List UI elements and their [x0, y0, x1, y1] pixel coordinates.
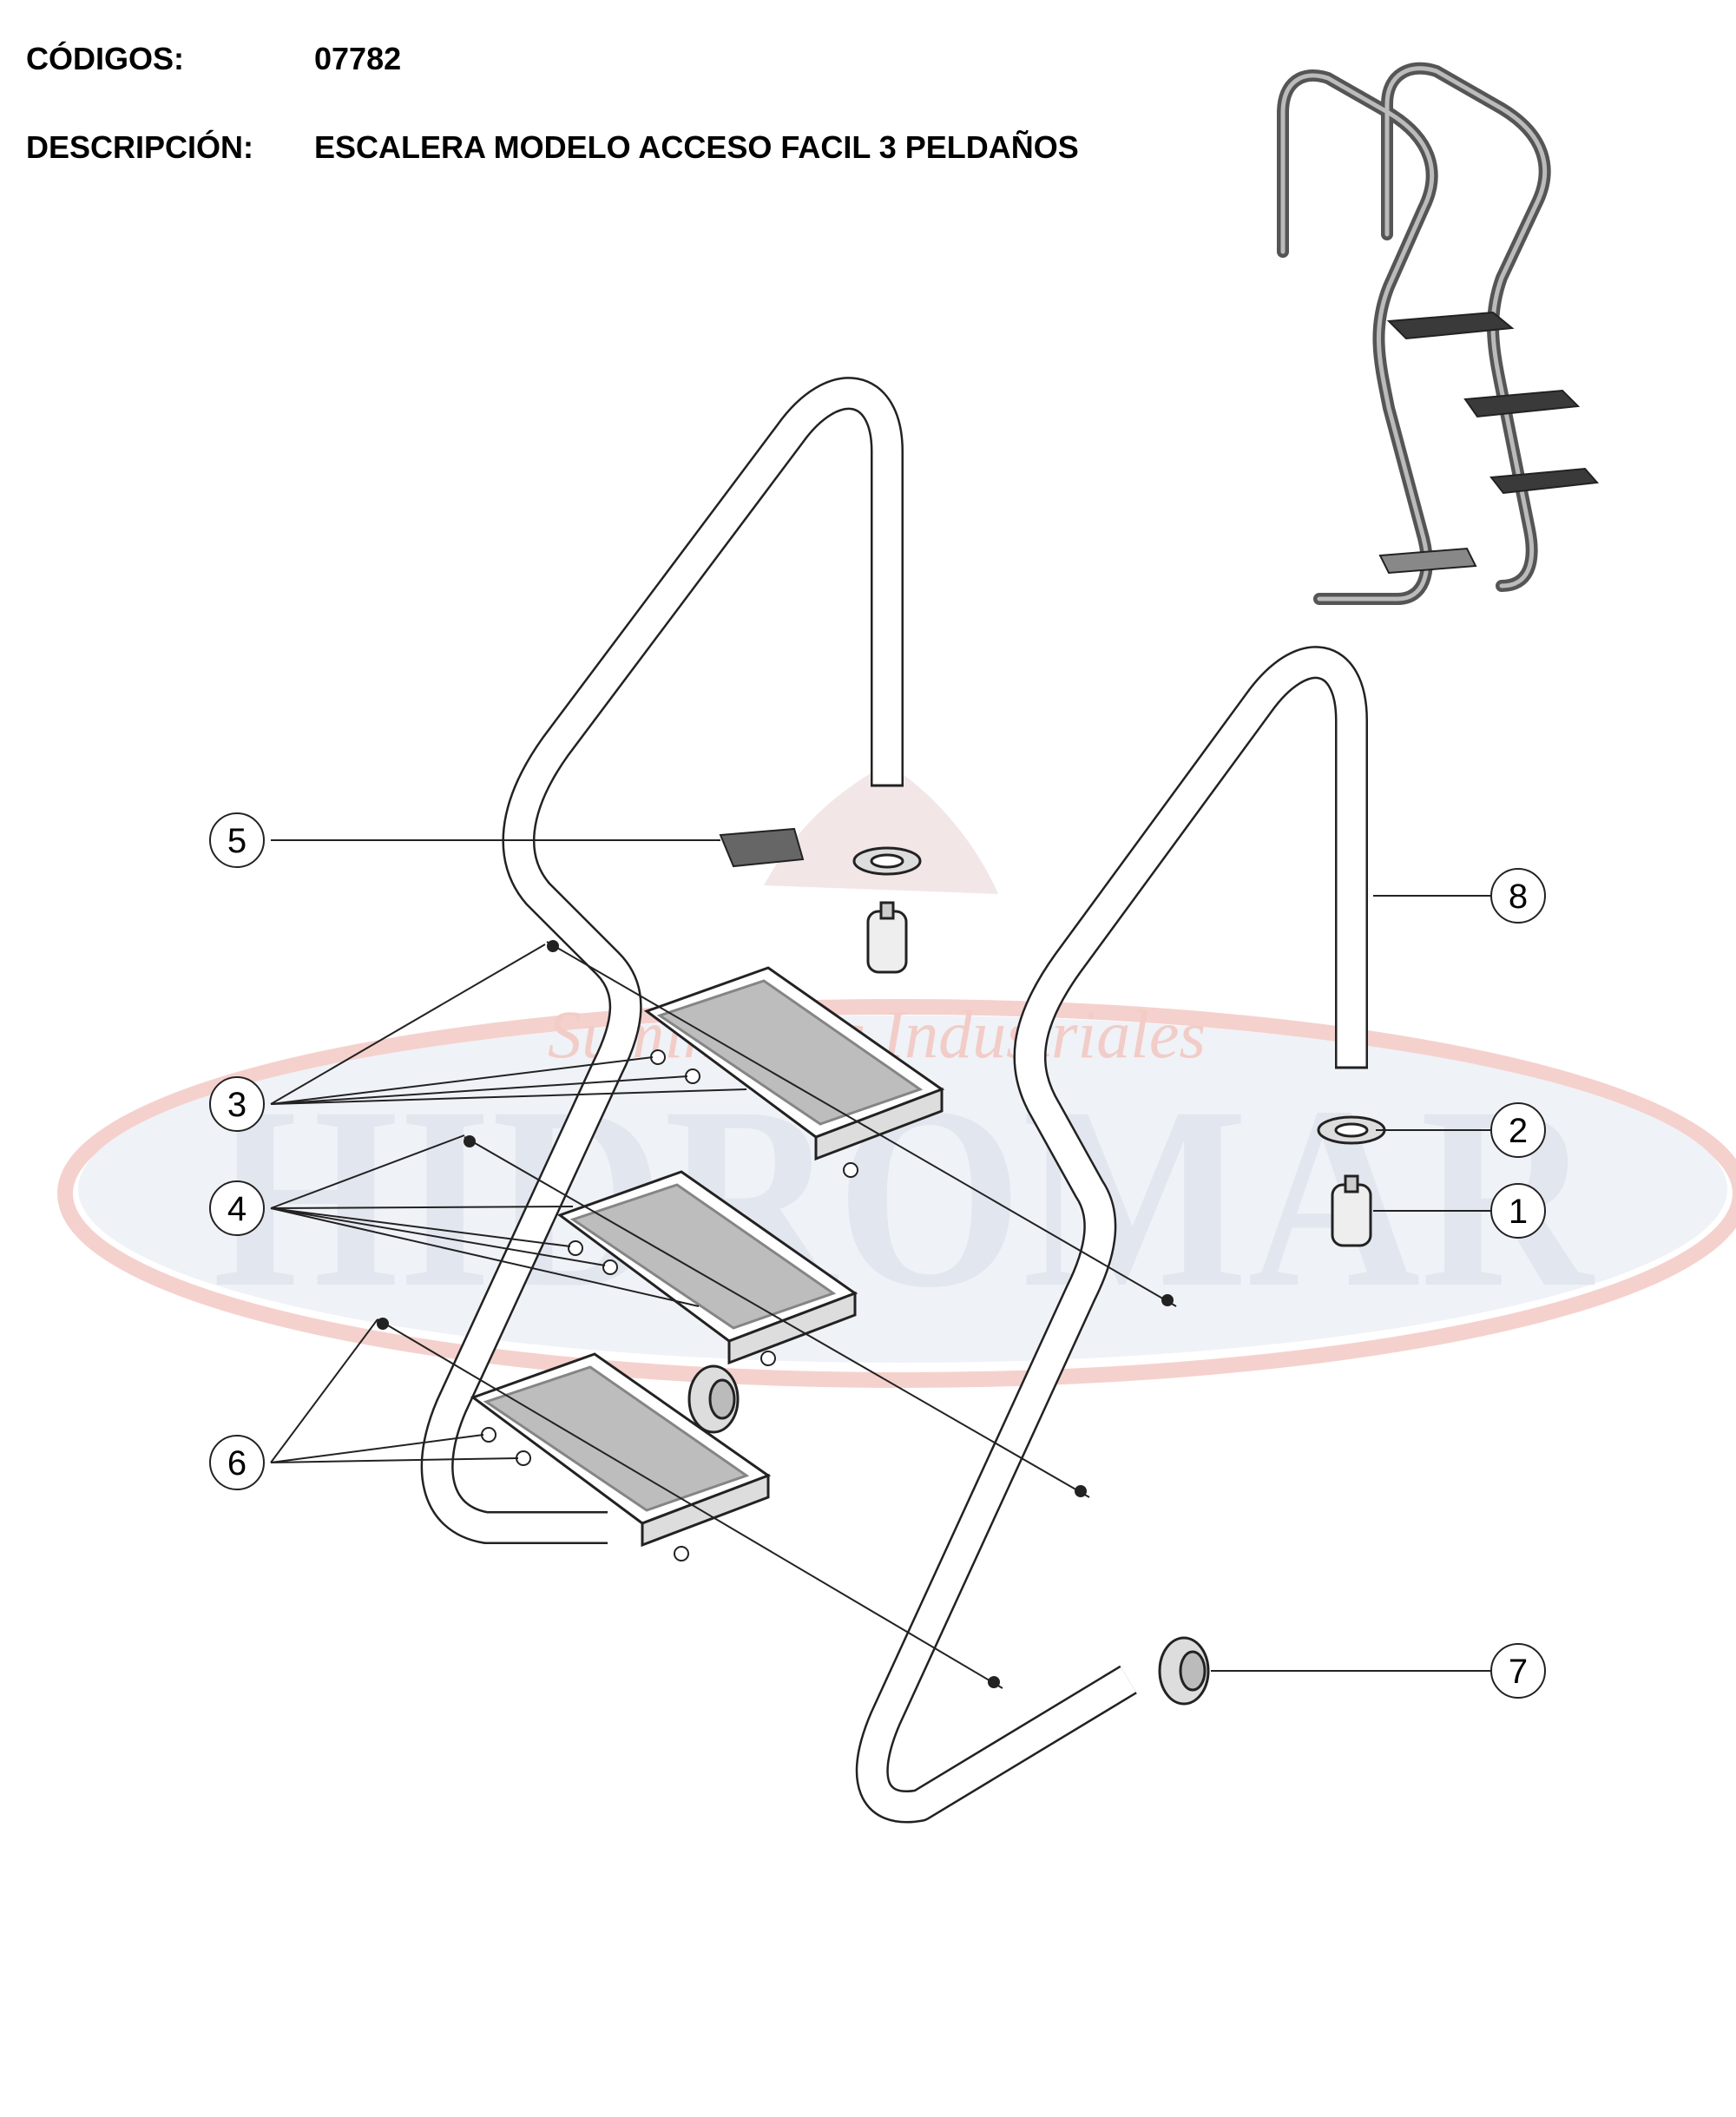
step-bottom-grid — [483, 1365, 750, 1512]
steps — [470, 966, 945, 1548]
step-middle-grid — [569, 1183, 837, 1330]
leader-3a — [270, 943, 546, 1105]
anchor-sleeve-right-bolt — [1344, 1174, 1359, 1193]
description-label: DESCRIPCIÓN: — [26, 129, 254, 165]
callout-5: 5 — [209, 812, 265, 868]
nut-3b — [516, 1450, 531, 1466]
ladder-product-photo — [1277, 62, 1600, 605]
callout-2-label: 2 — [1509, 1112, 1528, 1150]
bolt-lines — [377, 940, 1177, 1689]
right-handrail-body — [858, 648, 1366, 1821]
callout-3: 3 — [209, 1076, 265, 1132]
anti-slip-pad — [719, 827, 805, 868]
leader-4a — [270, 1134, 465, 1209]
nut-3a — [481, 1427, 496, 1443]
callout-6-label: 6 — [227, 1444, 247, 1483]
callout-4-label: 4 — [227, 1190, 247, 1228]
step-middle-front — [727, 1291, 857, 1365]
leader-3c — [270, 1075, 688, 1105]
description-value: ESCALERA MODELO ACCESO FACIL 3 PELDAÑOS — [314, 129, 1079, 165]
callout-2: 2 — [1490, 1102, 1546, 1158]
watermark-ring — [57, 999, 1736, 1388]
callout-6: 6 — [209, 1435, 265, 1490]
photo-right-rail-highlight — [1384, 66, 1548, 588]
leader-6c — [270, 1457, 519, 1463]
escutcheon-left-hole — [870, 853, 904, 869]
photo-step-2 — [1463, 389, 1581, 418]
anchor-sleeve-right — [1331, 1183, 1372, 1247]
codes-value: 07782 — [314, 41, 402, 76]
leader-lines — [270, 839, 1491, 1672]
callout-1-label: 1 — [1509, 1193, 1528, 1231]
leader-4d — [270, 1207, 606, 1266]
nut-2c — [760, 1351, 776, 1366]
anchor-sleeve-left-bolt — [879, 901, 895, 920]
callout-7: 7 — [1490, 1643, 1546, 1699]
watermark-ellipse — [78, 1016, 1727, 1363]
callouts: 5 3 4 6 8 2 1 7 — [209, 812, 1546, 1699]
callout-3-label: 3 — [227, 1086, 247, 1124]
nut-3c — [674, 1546, 689, 1561]
leader-4e — [270, 1207, 700, 1307]
screw-2 — [464, 1135, 476, 1147]
nut-2b — [602, 1259, 618, 1275]
escutcheon-right-hole — [1334, 1122, 1369, 1138]
callout-8-label: 8 — [1509, 878, 1528, 916]
step-top-front — [814, 1087, 944, 1161]
anchor-sleeve-left — [866, 910, 908, 974]
nut-1c — [843, 1162, 858, 1178]
bolt-line-2 — [464, 1136, 1090, 1498]
step-bottom-front — [641, 1473, 770, 1548]
bolt-line-1 — [546, 941, 1177, 1307]
nut-1b — [685, 1068, 700, 1084]
end-cap-bottom-inner — [1179, 1650, 1207, 1692]
watermark-peak — [764, 764, 998, 894]
screw-3 — [377, 1318, 389, 1330]
screw-end-2 — [1075, 1485, 1087, 1497]
leader-3b — [270, 1056, 654, 1105]
leader-4b — [270, 1206, 574, 1209]
callout-8: 8 — [1490, 868, 1546, 924]
callout-1: 1 — [1490, 1183, 1546, 1239]
screw-end-1 — [1161, 1294, 1174, 1306]
photo-foot — [1378, 547, 1477, 575]
codes-label: CÓDIGOS: — [26, 41, 185, 76]
anchors — [687, 846, 1386, 1706]
left-handrail-body — [423, 378, 902, 1542]
photo-step-1 — [1386, 311, 1515, 340]
leader-6a — [270, 1318, 378, 1463]
leader-4c — [270, 1207, 571, 1247]
end-cap-middle-inner — [708, 1378, 736, 1420]
leader-6b — [270, 1434, 484, 1463]
callout-7-label: 7 — [1509, 1653, 1528, 1691]
screw-1 — [547, 940, 559, 952]
callout-5-label: 5 — [227, 822, 247, 860]
ladder-rails — [420, 377, 1368, 1824]
leader-3d — [270, 1088, 747, 1105]
step-top-grid — [656, 979, 924, 1126]
nut-2a — [568, 1240, 583, 1256]
photo-step-3 — [1489, 467, 1600, 495]
screw-end-3 — [988, 1676, 1000, 1688]
callout-4: 4 — [209, 1180, 265, 1236]
bolt-line-3 — [377, 1318, 1003, 1689]
nut-1a — [650, 1049, 666, 1065]
